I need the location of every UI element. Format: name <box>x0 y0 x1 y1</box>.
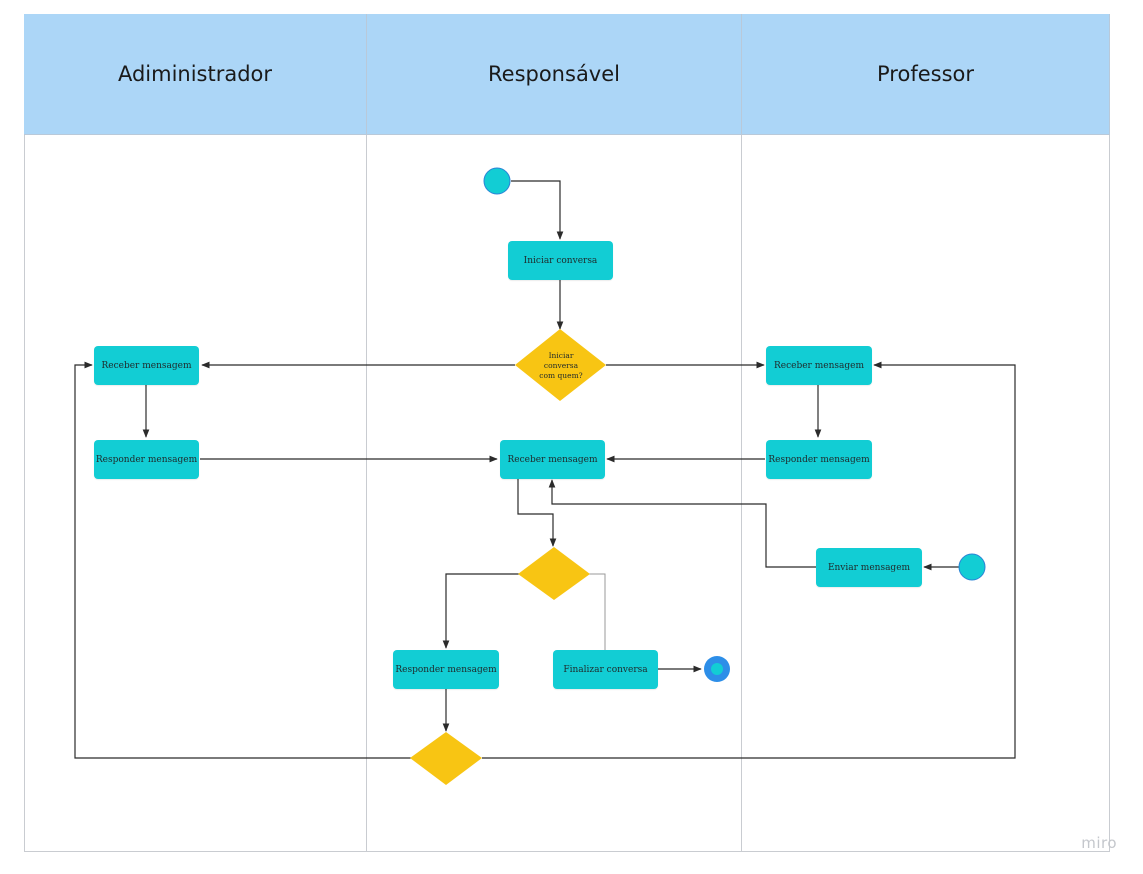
edge-resp-receber-to-decision2 <box>517 479 557 547</box>
decision-label: Iniciar conversa com quem? <box>539 351 583 380</box>
node-label: Responder mensagem <box>395 664 497 675</box>
lane-title: Responsável <box>488 62 620 86</box>
start-node-responsavel <box>483 167 511 195</box>
lane-header-professor: Professor <box>742 14 1110 135</box>
lane-divider-1 <box>366 14 367 852</box>
decision-iniciar-com-quem <box>515 329 606 401</box>
lane-header-responsavel: Responsável <box>367 14 742 135</box>
node-label: Iniciar conversa <box>523 255 598 266</box>
start-node-professor <box>958 553 986 581</box>
node-prof-responder-mensagem: Responder mensagem <box>766 440 872 479</box>
node-label: Responder mensagem <box>95 454 198 465</box>
node-label: Finalizar conversa <box>563 664 648 675</box>
decision-apos-receber <box>518 547 590 600</box>
node-label: Receber mensagem <box>507 454 598 465</box>
edge-decision3-to-admin <box>74 361 411 759</box>
node-resp-receber-mensagem: Receber mensagem <box>500 440 605 479</box>
lane-title: Professor <box>877 62 974 86</box>
end-node-inner <box>711 663 723 675</box>
lane-header-adiministrador: Adiministrador <box>24 14 367 135</box>
node-admin-responder-mensagem: Responder mensagem <box>94 440 199 479</box>
edge-decision3-to-prof <box>482 361 1016 759</box>
node-enviar-mensagem: Enviar mensagem <box>816 548 922 587</box>
edge-start-to-iniciar <box>511 180 564 240</box>
edge-decision2-to-responder <box>442 573 519 649</box>
node-label: Receber mensagem <box>774 360 864 371</box>
edge-decision2-to-finalizar <box>589 573 606 650</box>
node-admin-receber-mensagem: Receber mensagem <box>94 346 199 385</box>
node-prof-receber-mensagem: Receber mensagem <box>766 346 872 385</box>
node-label: Responder mensagem <box>768 454 870 465</box>
edge-enviar-to-resp <box>548 479 816 568</box>
node-finalizar-conversa: Finalizar conversa <box>553 650 658 689</box>
node-label: Enviar mensagem <box>827 562 911 573</box>
node-resp-responder-mensagem: Responder mensagem <box>393 650 499 689</box>
lane-divider-2 <box>741 14 742 852</box>
decision-apos-responder <box>410 732 482 785</box>
miro-watermark: miro <box>1081 834 1117 852</box>
node-label: Receber mensagem <box>101 360 192 371</box>
node-iniciar-conversa: Iniciar conversa <box>508 241 613 280</box>
lane-title: Adiministrador <box>117 62 273 86</box>
